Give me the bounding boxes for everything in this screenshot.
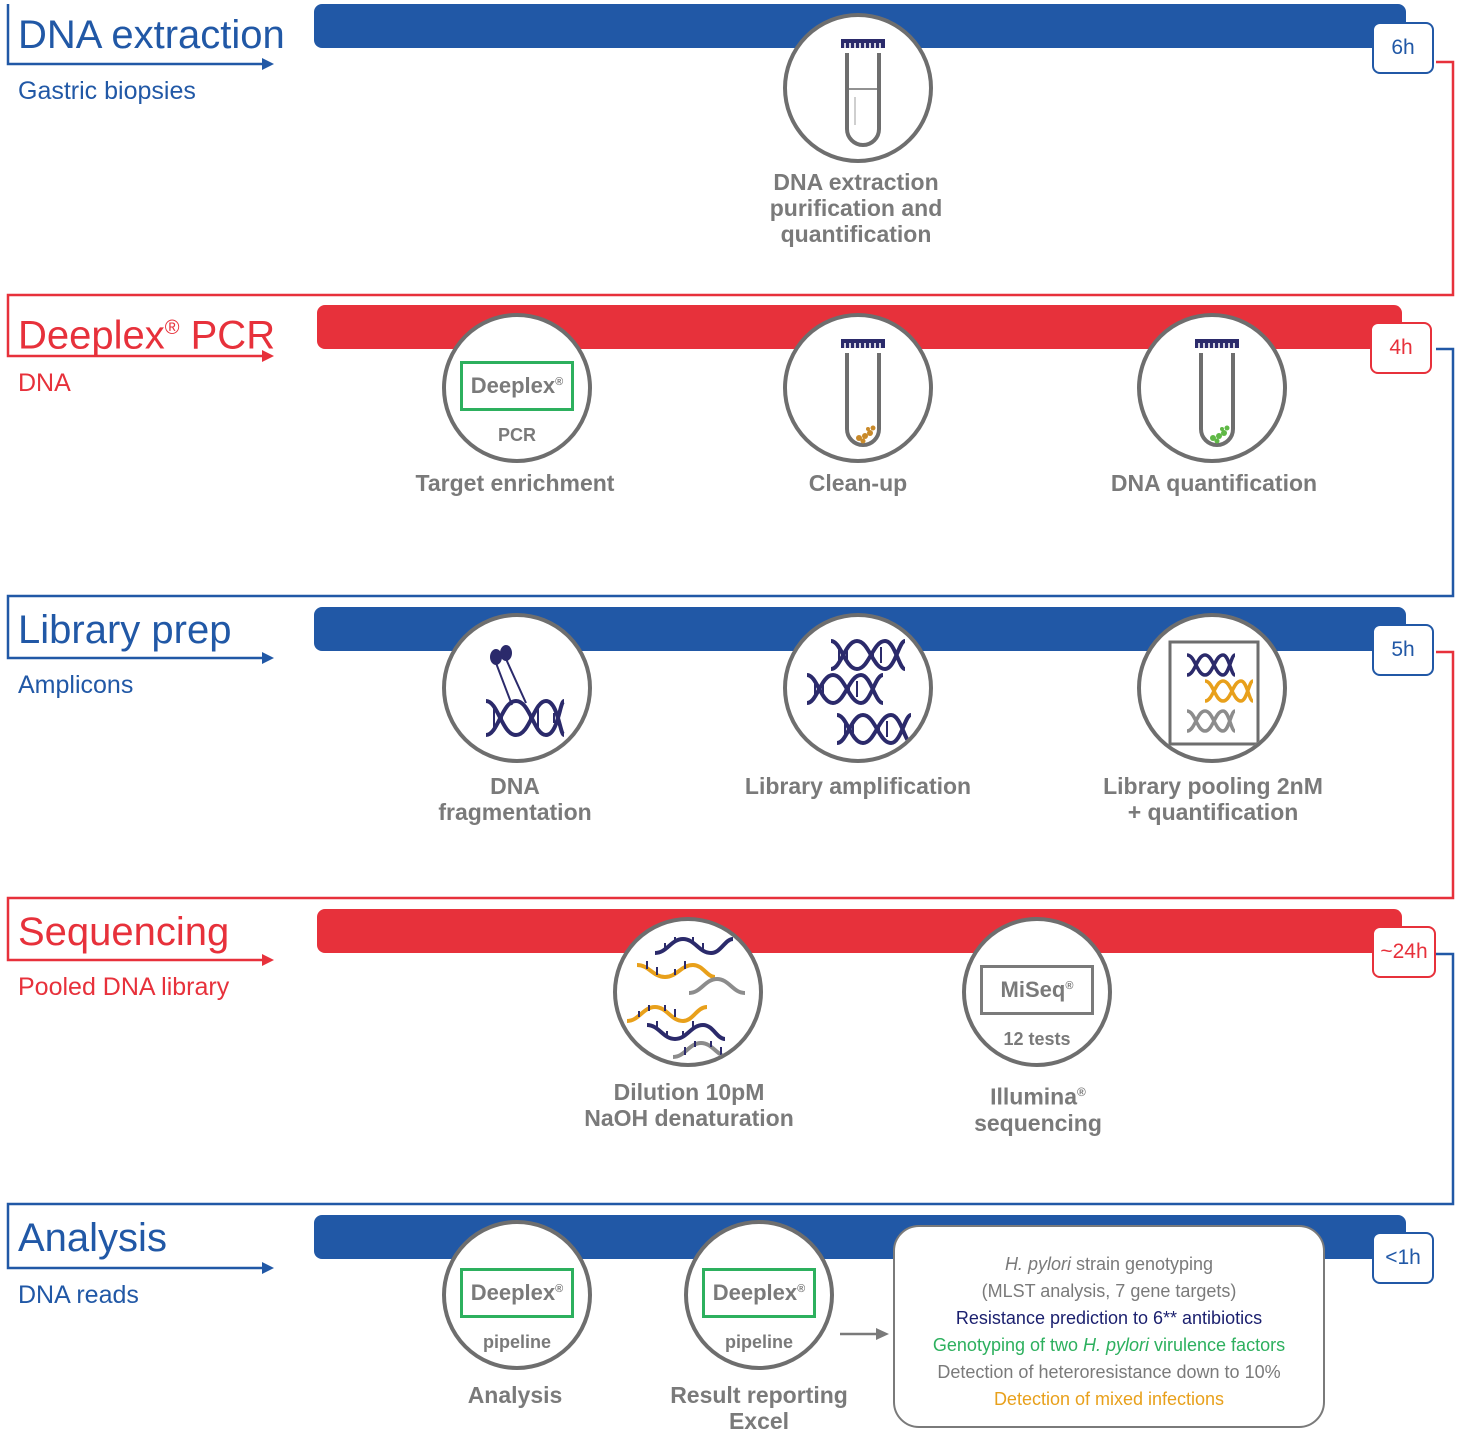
dna-fragmentation-icon — [442, 613, 592, 763]
result-line-heteroresistance: Detection of heteroresistance down to 10… — [937, 1362, 1281, 1382]
pipeline-label: pipeline — [482, 1332, 551, 1352]
stage-title-sequencing: Sequencing — [18, 910, 230, 954]
step-label-extraction: DNA extraction purification and quantifi… — [769, 169, 943, 247]
deeplex-pipeline-icon: Deeplex® pipeline — [442, 1220, 592, 1370]
deeplex-logo: Deeplex® — [460, 361, 574, 411]
pipeline-label: pipeline — [724, 1332, 793, 1352]
stage-title-extraction: DNA extraction — [18, 13, 285, 57]
time-badge-library: 5h — [1372, 624, 1434, 676]
step-label-dilution: Dilution 10pM NaOH denaturation — [584, 1079, 794, 1131]
deeplex-logo: Deeplex® — [702, 1268, 816, 1318]
results-arrowhead — [876, 1328, 889, 1340]
arrowhead-1 — [262, 58, 274, 70]
test-tube-green-icon — [1137, 313, 1287, 463]
miseq-icon: MiSeq® 12 tests — [962, 917, 1112, 1067]
test-tube-icon — [783, 13, 933, 163]
step-label-cleanup: Clean-up — [808, 470, 908, 496]
stage-title-library: Library prep — [18, 608, 232, 652]
connector-2-3 — [6, 347, 1455, 660]
miseq-tests-label: 12 tests — [1003, 1029, 1071, 1049]
time-badge-pcr: 4h — [1370, 322, 1432, 374]
stage-subtitle-sequencing: Pooled DNA library — [18, 973, 230, 1001]
result-line-virulence: Genotyping of two H. pylori virulence fa… — [932, 1335, 1286, 1355]
result-line-resistance: Resistance prediction to 6** antibiotics — [955, 1308, 1263, 1328]
miseq-logo: MiSeq® — [980, 965, 1094, 1015]
step-label-dna-quantification: DNA quantification — [1110, 470, 1318, 496]
connector-4-5 — [6, 952, 1455, 1270]
arrowhead-2 — [262, 350, 274, 362]
step-label-pooling: Library pooling 2nM + quantification — [1103, 773, 1323, 825]
step-label-reporting: Result reporting Excel — [670, 1382, 848, 1434]
stage-subtitle-extraction: Gastric biopsies — [18, 77, 196, 105]
result-line-genotyping: H. pylori strain genotyping — [1004, 1254, 1214, 1274]
stage-frame-1 — [6, 4, 262, 66]
stage-subtitle-library: Amplicons — [18, 671, 134, 699]
connector-3-4 — [6, 650, 1455, 962]
dna-denaturation-icon — [613, 917, 763, 1067]
stage-title-pcr: Deeplex® PCR — [18, 313, 276, 358]
arrowhead-4 — [262, 954, 274, 966]
arrowhead-5 — [262, 1262, 274, 1274]
step-label-target-enrichment: Target enrichment — [415, 470, 615, 496]
dna-amplification-icon — [783, 613, 933, 763]
deeplex-pcr-icon: Deeplex® PCR — [442, 313, 592, 463]
stage-subtitle-analysis: DNA reads — [18, 1281, 139, 1309]
dna-pooling-icon — [1137, 613, 1287, 763]
time-badge-sequencing: ~24h — [1372, 926, 1436, 978]
stage-title-analysis: Analysis — [18, 1216, 167, 1260]
test-tube-orange-icon — [783, 313, 933, 463]
deeplex-pipeline-icon: Deeplex® pipeline — [684, 1220, 834, 1370]
step-label-fragmentation: DNA fragmentation — [438, 773, 592, 825]
arrowhead-3 — [262, 652, 274, 664]
stage-bar-4 — [317, 909, 1402, 953]
results-summary-box: H. pylori strain genotyping (MLST analys… — [893, 1225, 1325, 1428]
step-label-illumina: Illumina® sequencing — [974, 1083, 1102, 1136]
time-badge-extraction: 6h — [1372, 22, 1434, 74]
step-label-library-amplification: Library amplification — [744, 773, 972, 799]
step-label-analysis: Analysis — [467, 1382, 563, 1408]
time-badge-analysis: <1h — [1372, 1232, 1434, 1284]
registered-mark: ® — [164, 317, 180, 339]
pcr-label: PCR — [497, 425, 536, 445]
deeplex-logo: Deeplex® — [460, 1268, 574, 1318]
connector-1-2 — [6, 60, 1455, 358]
result-line-mlst: (MLST analysis, 7 gene targets) — [981, 1281, 1237, 1301]
result-line-mixed-infections: Detection of mixed infections — [993, 1389, 1225, 1409]
stage-subtitle-pcr: DNA — [18, 369, 71, 397]
